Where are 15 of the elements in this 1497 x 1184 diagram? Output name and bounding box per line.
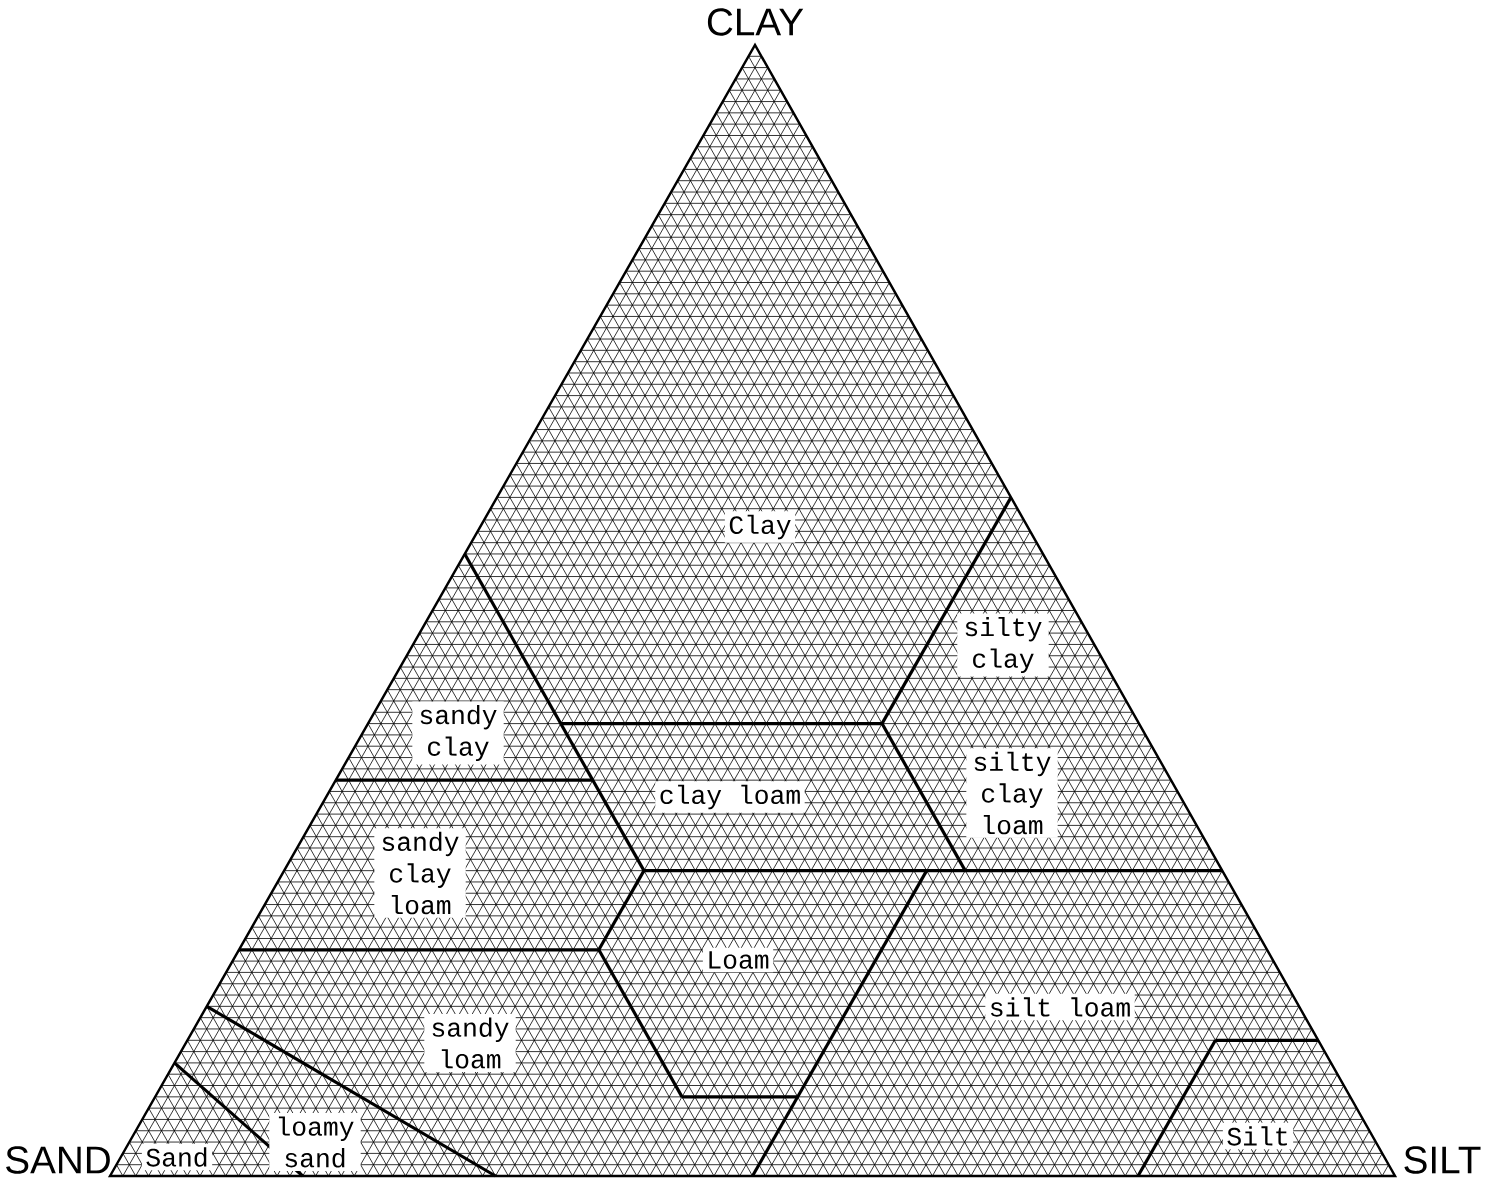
region-label: silty clay loam [966, 748, 1058, 838]
region-label: sandy loam [424, 1014, 516, 1072]
region-label: silty clay [957, 613, 1049, 677]
region-label: sandy clay [412, 701, 504, 765]
region-label: Sand [141, 1143, 213, 1171]
region-label: silt loam [985, 993, 1135, 1021]
region-label: Silt [1222, 1122, 1294, 1150]
corner-label: SILT [1404, 1146, 1481, 1174]
region-label: loamy sand [269, 1112, 361, 1172]
corner-label: SAND [6, 1146, 110, 1174]
corner-label: CLAY [707, 8, 804, 36]
region-label: Loam [702, 947, 774, 973]
region-label: clay loam [655, 781, 805, 813]
region-label: Clay [724, 511, 796, 543]
region-label: sandy clay loam [374, 828, 466, 918]
